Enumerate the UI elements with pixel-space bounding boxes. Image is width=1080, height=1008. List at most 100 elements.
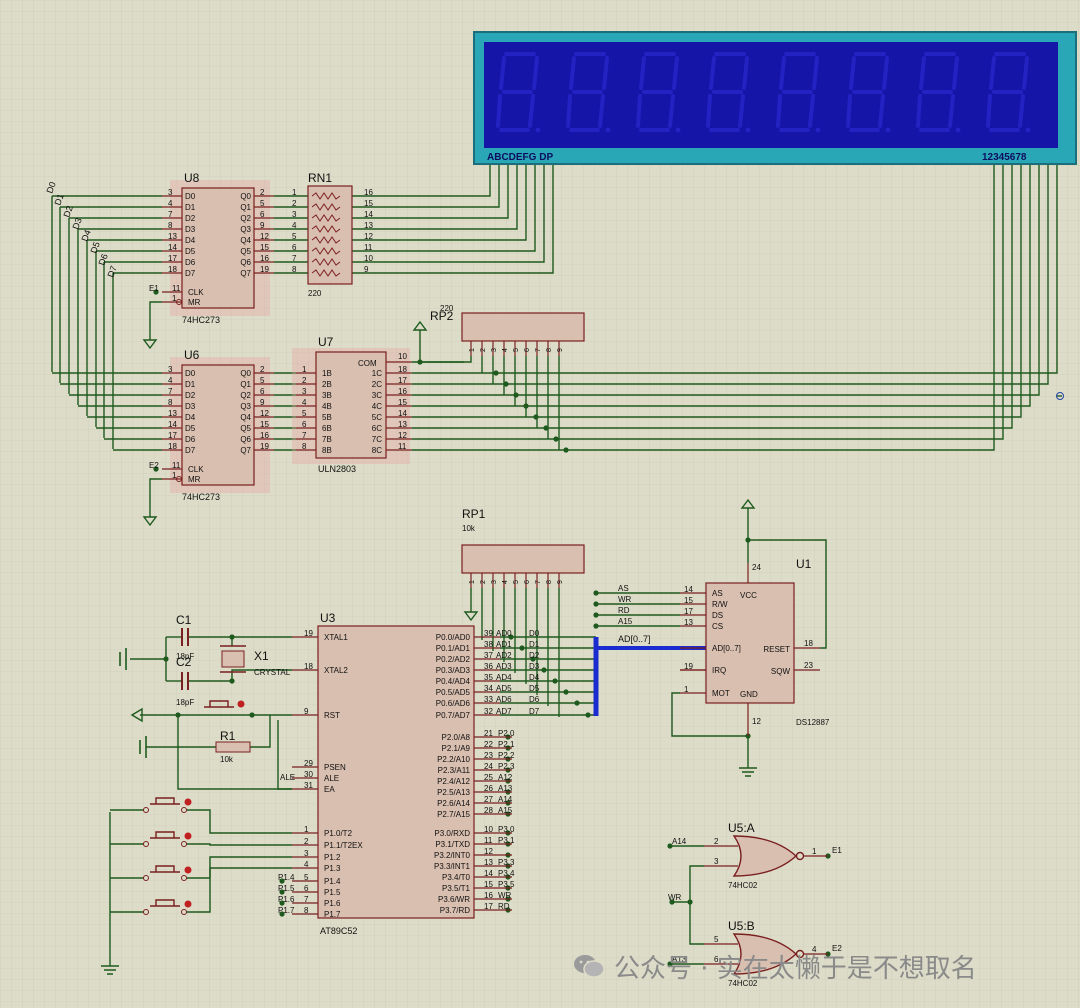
- u7-pin-name: 7B: [322, 435, 332, 444]
- junction-dot: [279, 878, 285, 884]
- rn1-ref: RN1: [308, 171, 332, 185]
- u3-pin-name: P3.3/INT1: [434, 862, 471, 871]
- u3-pin-num: 19: [304, 629, 313, 638]
- junction-dot: [279, 889, 285, 895]
- u3-pin-name: RST: [324, 711, 340, 720]
- u3-pin-name: P1.5: [324, 888, 341, 897]
- button-contact-icon: [181, 909, 187, 915]
- resistor-icon: [311, 214, 341, 222]
- u6-pin-num: 12: [260, 409, 269, 418]
- u3-pin-num: 11: [484, 836, 493, 845]
- u3-pin-num: 9: [304, 707, 309, 716]
- net-label-d1: D1: [52, 192, 65, 206]
- u7-pin-num: 13: [398, 420, 407, 429]
- u3-p0-net: AD4: [496, 673, 512, 682]
- c2-value: 18pF: [176, 698, 194, 707]
- resistor-icon: [311, 192, 341, 200]
- rp2-body: [461, 312, 585, 342]
- u3-d-net: D7: [529, 707, 540, 716]
- u1-pin-name: DS: [712, 611, 723, 620]
- x1-ref: X1: [254, 649, 269, 663]
- u3-pin-num: 29: [304, 759, 313, 768]
- rp2-pin-num: 8: [546, 348, 553, 352]
- u6-ref: U6: [184, 348, 200, 362]
- junction-dot: [585, 712, 591, 718]
- u6-pin-num: 16: [260, 431, 269, 440]
- reset-button-icon: [204, 700, 234, 708]
- u7-pin-name: 4C: [372, 402, 382, 411]
- rp1-pin-num: 2: [480, 580, 487, 584]
- junction-dot: [593, 590, 599, 596]
- u8-pin-num: 3: [168, 188, 173, 197]
- rn1-pin-num: 5: [292, 232, 297, 241]
- u3-pin-num: 22: [484, 740, 493, 749]
- u1-pin-num: 1: [684, 685, 689, 694]
- u8-pin-num: 12: [260, 232, 269, 241]
- button-contact-icon: [143, 875, 149, 881]
- u3-p0-net: AD1: [496, 640, 512, 649]
- u7-pin-num: 6: [302, 420, 307, 429]
- ground-icon: [101, 965, 119, 975]
- u5a-output-bubble: [795, 851, 805, 861]
- u8-pin-num: 19: [260, 265, 269, 274]
- u7-to-display-wire: [412, 164, 1058, 374]
- digit-segment: [812, 56, 819, 90]
- u3-pin-num: 39: [484, 629, 493, 638]
- u5b-out-net: E2: [832, 944, 842, 953]
- u6-pin-num: 1: [172, 471, 177, 480]
- u5b-pin-num: 4: [812, 945, 817, 954]
- u3-pin-name: P3.6/WR: [438, 895, 470, 904]
- u7-pin-name: 6B: [322, 424, 332, 433]
- r1-value: 10k: [220, 755, 234, 764]
- u3-pin-name: P1.3: [324, 864, 341, 873]
- u3-pin-num: 1: [304, 825, 309, 834]
- u5b-b-net: A13: [672, 955, 687, 964]
- u3-pin-name: P3.2/INT0: [434, 851, 471, 860]
- u1-pin-num: 12: [752, 717, 761, 726]
- ad-bus-label: AD[0..7]: [618, 634, 651, 644]
- rn1-to-display-wire: [352, 164, 536, 252]
- push-button-icon: [150, 899, 180, 907]
- u7-pin-num: 2: [302, 376, 307, 385]
- ground-icon: [139, 736, 147, 758]
- u3-pin-name: P2.3/A11: [438, 766, 471, 775]
- rp1-pin-num: 5: [513, 580, 520, 584]
- u8-pin-name: Q0: [240, 192, 251, 201]
- u3-p2-net: A12: [498, 773, 513, 782]
- u7-pin-num: 16: [398, 387, 407, 396]
- u3-p3-net: WR: [498, 891, 512, 900]
- u8-pin-name: Q5: [240, 247, 251, 256]
- rn1-to-display-wire: [352, 164, 518, 230]
- u6-pin-num: 6: [260, 387, 265, 396]
- u8-clk-net: E1: [149, 284, 159, 293]
- rn1-pin-num: 4: [292, 221, 297, 230]
- rp2-value: 220: [440, 304, 454, 313]
- u6-pin-num: 2: [260, 365, 265, 374]
- u6-pin-name: D0: [185, 369, 196, 378]
- u7-pin-name: 8B: [322, 446, 332, 455]
- u7-pin-name: 1B: [322, 369, 332, 378]
- u7-pin-name: 8C: [372, 446, 382, 455]
- u6-pin-name: D1: [185, 380, 196, 389]
- rn1-pin-num: 11: [364, 243, 373, 252]
- u3-pin-num: 23: [484, 751, 493, 760]
- rn1-pin-num: 2: [292, 199, 297, 208]
- probe-icon: [1056, 392, 1064, 400]
- u3-pin-num: 30: [304, 770, 313, 779]
- u8-pin-num: 9: [260, 221, 265, 230]
- junction-dot: [530, 656, 536, 662]
- u3-pin-num: 6: [304, 884, 309, 893]
- junction-dot: [493, 370, 499, 376]
- digit-dp: [535, 127, 541, 133]
- u3-d-net: D1: [529, 640, 540, 649]
- u3-pin-name: XTAL1: [324, 633, 348, 642]
- digit-segment: [668, 94, 675, 128]
- u3-pin-name: P2.4/A12: [437, 777, 470, 786]
- watermark: 公众号 · 实在太懒于是不想取名: [572, 946, 1052, 986]
- crystal-icon: [220, 645, 246, 673]
- u3-p2-net: P2.3: [498, 762, 515, 771]
- resistor-icon: [311, 236, 341, 244]
- u7-pin-name: 3C: [372, 391, 382, 400]
- u3-body: [317, 625, 475, 919]
- u1-pin-name: CS: [712, 622, 723, 631]
